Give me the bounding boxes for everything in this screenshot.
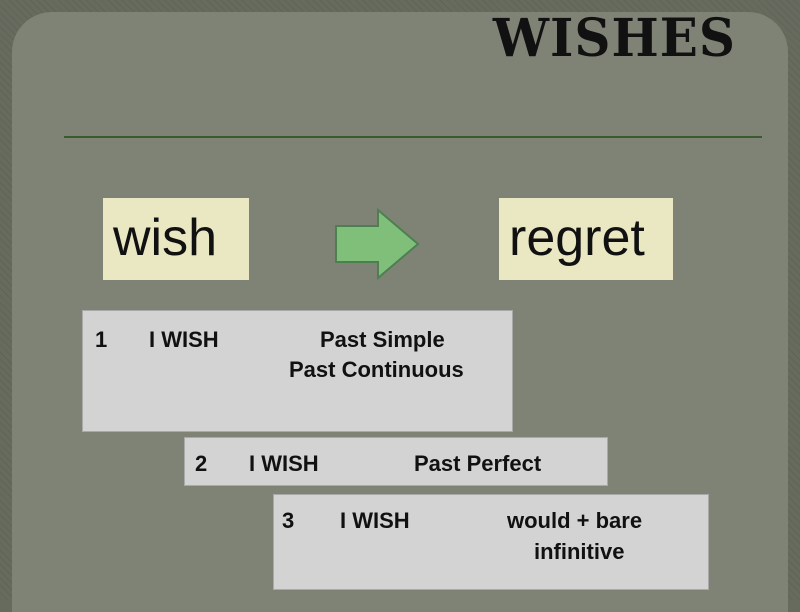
- rule-box-2: 2 I WISH Past Perfect: [184, 437, 608, 486]
- wish-label: wish: [113, 209, 218, 267]
- wish-box: wish: [103, 198, 249, 280]
- title-divider: [64, 136, 762, 138]
- rule-number: 2: [195, 451, 208, 476]
- rule-phrase: I WISH: [249, 451, 319, 476]
- rule-box-3: 3 I WISH would + bare infinitive: [273, 494, 709, 590]
- rule-tense-1: Past Simple: [320, 327, 445, 352]
- rule-phrase: I WISH: [149, 327, 219, 352]
- rule-tense-2: Past Continuous: [289, 357, 464, 382]
- rule-tense-1: Past Perfect: [414, 451, 542, 476]
- regret-box: regret: [499, 198, 673, 280]
- rule-box-1: 1 I WISH Past Simple Past Continuous: [82, 310, 513, 432]
- slide-panel: WISHES wish regret 1 I WISH Past Simple …: [12, 7, 788, 612]
- rule-number: 1: [95, 327, 108, 352]
- rule-number: 3: [282, 508, 295, 533]
- rule-phrase: I WISH: [340, 508, 410, 533]
- rule-tense-2: infinitive: [534, 539, 625, 564]
- rule-tense-1: would + bare: [507, 508, 643, 533]
- right-arrow-icon: [335, 208, 420, 280]
- regret-label: regret: [509, 209, 645, 267]
- slide-title: WISHES: [492, 6, 736, 69]
